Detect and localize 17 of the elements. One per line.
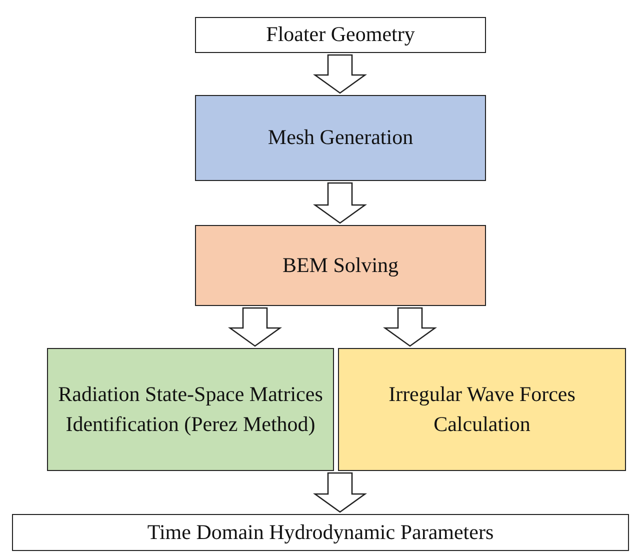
process-box — [195, 17, 486, 53]
box-label: BEM Solving — [282, 252, 399, 279]
process-box — [195, 225, 486, 306]
block-arrow — [382, 307, 438, 347]
box-label: Irregular Wave Forces Calculation — [388, 381, 576, 438]
box-label: Floater Geometry — [266, 21, 415, 48]
block-arrow — [312, 182, 368, 224]
block-arrow — [312, 54, 368, 94]
process-box — [12, 514, 629, 551]
block-arrow — [312, 472, 368, 513]
box-label: Mesh Generation — [268, 124, 414, 152]
block-arrow — [228, 307, 282, 347]
process-box — [47, 348, 334, 471]
box-label: Radiation State-Space Matrices Identification (Perez Method) — [58, 381, 323, 438]
process-box — [338, 348, 626, 471]
box-label: Time Domain Hydrodynamic Parameters — [147, 518, 494, 546]
process-box — [195, 95, 486, 181]
